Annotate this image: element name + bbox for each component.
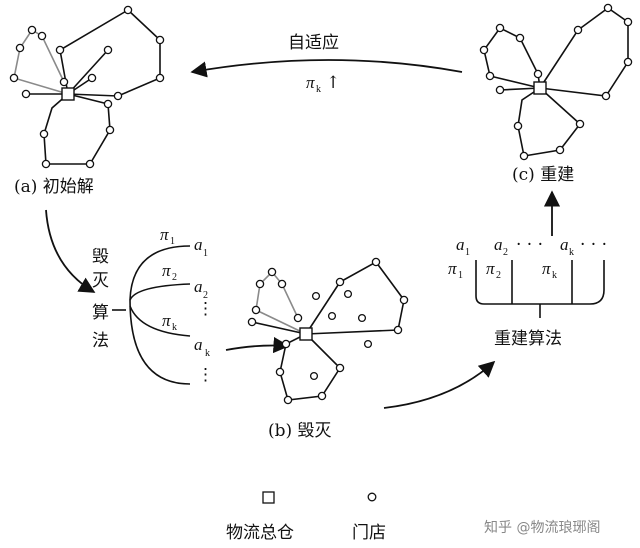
route-gray <box>255 270 307 335</box>
caption-b: (b) 毁灭 <box>268 421 332 441</box>
depot-node <box>533 81 547 95</box>
destroy-a-1-sub: 1 <box>203 248 208 259</box>
rebuild-operators: a 1 a 2 · · · a k · · · π 1 π 2 π k 重建算法 <box>448 235 607 349</box>
rebuild-pi-k: π <box>542 259 551 278</box>
depot-node <box>61 87 75 101</box>
store-nodes <box>9 5 165 169</box>
rebuild-branches <box>475 260 605 318</box>
adaptive-arrow <box>190 59 463 78</box>
destroy-pi-k: π <box>162 311 171 330</box>
legend-store-icon <box>367 492 377 502</box>
rebuild-a-k: a <box>560 235 569 254</box>
legend: 物流总仓 门店 <box>226 491 386 543</box>
legend-depot-label: 物流总仓 <box>226 523 294 543</box>
panel-a-initial-solution: (a) 初始解 <box>9 5 165 197</box>
rebuild-a-2-sub: 2 <box>503 247 508 258</box>
panel-b-destroyed: (b) 毁灭 <box>247 257 409 441</box>
adaptive-feedback: 自适应 π k ↑ <box>190 33 463 95</box>
destroy-char-1: 毁 <box>92 247 109 267</box>
route-gray <box>13 28 69 95</box>
adaptive-pi-sub: k <box>316 84 321 95</box>
destroy-pi-1: π <box>160 225 169 244</box>
destroy-a-1: a <box>194 235 203 254</box>
destroy-a-2-sub: 2 <box>203 290 208 301</box>
destroy-pi-1-sub: 1 <box>170 236 175 247</box>
legend-store-label: 门店 <box>352 523 386 543</box>
destroy-a-k-sub: k <box>205 348 210 359</box>
arrow-destroy-to-b <box>225 336 290 354</box>
legend-depot-icon <box>262 491 275 504</box>
panel-c-rebuild: (c) 重建 <box>479 3 633 185</box>
destroy-a-2: a <box>194 277 203 296</box>
removed-store-nodes <box>309 289 373 381</box>
depot-node <box>299 327 313 341</box>
rebuild-a-2: a <box>494 235 503 254</box>
watermark: 知乎 @物流琅琊阁 <box>484 519 600 536</box>
routes <box>251 260 405 401</box>
destroy-branches <box>112 245 191 385</box>
rebuild-pi-1: π <box>448 259 457 278</box>
destroy-char-3: 算 <box>92 303 109 323</box>
destroy-pi-2: π <box>162 261 171 280</box>
arrow-b-to-rebuild <box>383 360 496 409</box>
rebuild-a-1-sub: 1 <box>465 247 470 258</box>
destroy-a-k: a <box>194 335 203 354</box>
store-nodes <box>247 257 409 405</box>
adaptive-label: 自适应 <box>288 33 339 53</box>
rebuild-pi-2: π <box>486 259 495 278</box>
rebuild-label: 重建算法 <box>494 329 562 349</box>
up-arrow-icon: ↑ <box>326 73 340 93</box>
adaptive-pi: π <box>306 73 315 92</box>
destroy-char-4: 法 <box>92 331 109 351</box>
destroy-pi-2-sub: 2 <box>172 272 177 283</box>
caption-c: (c) 重建 <box>512 165 574 185</box>
rebuild-dots-2: · · · <box>580 235 607 255</box>
rebuild-a-k-sub: k <box>569 247 574 258</box>
store-nodes <box>479 3 633 161</box>
rebuild-dots-1: · · · <box>516 235 543 255</box>
arrow-a-to-destroy <box>45 209 96 293</box>
destroy-dots-2: ⋮ <box>197 365 214 385</box>
destroy-operators: 毁 灭 算 法 π 1 a 1 π 2 a 2 ⋮ π k a k ⋮ <box>92 225 214 385</box>
rebuild-a-1: a <box>456 235 465 254</box>
destroy-dots-1: ⋮ <box>197 299 214 319</box>
destroy-pi-k-sub: k <box>172 322 177 333</box>
destroy-char-2: 灭 <box>92 271 109 291</box>
rebuild-pi-k-sub: k <box>552 270 557 281</box>
caption-a: (a) 初始解 <box>14 177 94 197</box>
rebuild-pi-2-sub: 2 <box>496 270 501 281</box>
rebuild-pi-1-sub: 1 <box>458 270 463 281</box>
routes <box>483 7 629 157</box>
